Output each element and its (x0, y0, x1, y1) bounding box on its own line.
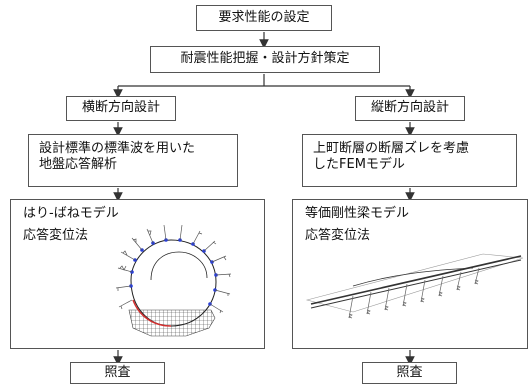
lateral-design-box: 横断方向設計 (66, 96, 176, 121)
longitudinal-check-label: 照査 (396, 364, 423, 380)
right-response-displacement-title: 応答変位法 (305, 228, 371, 243)
policy-label: 耐震性能把握・設計方針策定 (180, 51, 350, 67)
equivalent-beam-figure (305, 253, 524, 319)
requirement-setting-box: 要求性能の設定 (196, 5, 332, 31)
beam-spring-model-title: はり-ばねモデル (23, 206, 119, 221)
requirement-setting-label: 要求性能の設定 (218, 9, 310, 25)
beam-spring-figure (115, 224, 232, 337)
lateral-analysis-line2: 地盤応答解析 (39, 157, 118, 173)
lateral-check-box: 照査 (70, 362, 165, 384)
longitudinal-analysis-line2: したFEMモデル (313, 157, 405, 173)
lateral-analysis-box: 設計標準の標準波を用いた 地盤応答解析 (28, 134, 238, 187)
policy-box: 耐震性能把握・設計方針策定 (150, 46, 380, 73)
equivalent-beam-model-title: 等価剛性梁モデル (305, 206, 410, 221)
equivalent-beam-model-panel: 等価剛性梁モデル 応答変位法 (292, 199, 528, 349)
longitudinal-analysis-box: 上町断層の断層ズレを考慮 したFEMモデル (302, 134, 517, 187)
longitudinal-design-box: 縦断方向設計 (355, 96, 465, 121)
longitudinal-analysis-line1: 上町断層の断層ズレを考慮 (313, 141, 470, 156)
longitudinal-check-box: 照査 (362, 362, 457, 384)
lateral-check-label: 照査 (104, 364, 131, 380)
lateral-analysis-line1: 設計標準の標準波を用いた (39, 141, 196, 156)
lateral-design-label: 横断方向設計 (81, 100, 160, 116)
beam-spring-model-panel: はり-ばねモデル 応答変位法 (10, 199, 265, 349)
left-response-displacement-title: 応答変位法 (23, 228, 89, 243)
longitudinal-design-label: 縦断方向設計 (370, 100, 449, 116)
